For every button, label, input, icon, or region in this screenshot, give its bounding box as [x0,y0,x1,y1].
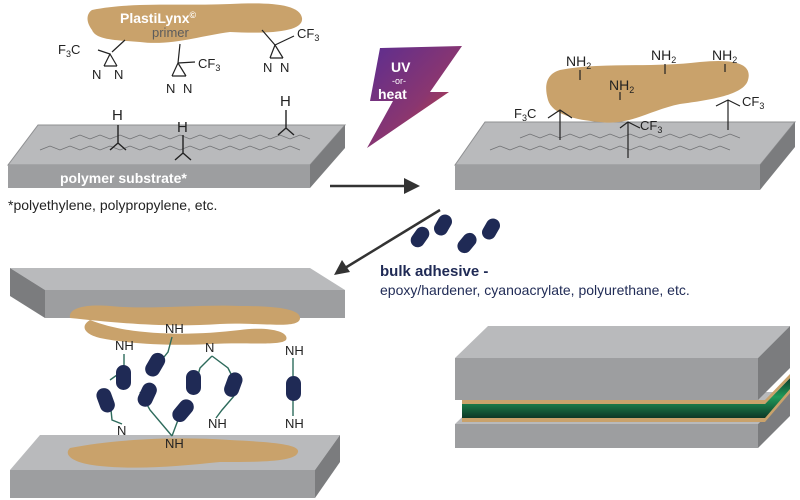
diazirine-ring [171,61,196,77]
primer-layer [462,374,790,404]
polymer-chain [69,134,311,140]
arrow-right [330,178,420,194]
amine-bottom: N [117,423,126,438]
h-atom: H [280,93,291,110]
grafted-linker [619,121,641,158]
arrow-down-left [334,208,441,275]
nh2-group: NH2 [651,47,676,65]
primer-name: PlastiLynx© [120,10,197,26]
amine-top: N [205,340,214,355]
primer-blob [69,305,300,326]
bolt-icon [367,46,462,148]
ch-bond [174,135,192,161]
amine-bottom: NH [285,416,304,431]
substrate-slab-side [310,125,345,188]
cf3-group: CF3 [640,118,662,135]
adhesive-examples: epoxy/hardener, cyanoacrylate, polyureth… [380,282,690,298]
top-slab-side [758,326,790,400]
nh2-group: NH2 [712,47,737,65]
amine-top: NH [115,338,134,353]
top-slab-top [455,326,790,358]
panel-4 [455,326,790,448]
panel-1: H H H PlastiLynx© primer F3C N N CF3 N N… [7,3,347,213]
cf3-group: CF3 [297,26,319,43]
cf3-group: F3C [58,42,80,59]
substrate-slab-top [454,121,797,166]
activation-line3: heat [378,86,407,102]
adhesive-bead [186,370,201,395]
h-atom: H [112,107,123,124]
adhesive-bead [434,214,452,236]
grafted-linker [715,99,741,130]
adhesive-bead [457,232,477,254]
n-atom: N [166,81,175,96]
activation-line2: -or- [392,76,406,86]
cf3-group: CF3 [198,56,220,73]
amine-top: NH [285,343,304,358]
diazirine-ring [269,35,295,59]
substrate-label: polymer substrate* [60,170,187,186]
bottom-slab-front [10,470,315,498]
adhesive-bead [286,376,301,401]
adhesive-layer [462,378,790,420]
cf3-group: F3C [514,106,536,123]
polymer-chain [39,145,301,151]
nh2-group: NH2 [609,77,634,95]
activation-bolt: UV -or- heat [367,46,462,148]
polymer-chain [519,133,741,139]
n-atom: N [280,60,289,75]
top-slab-top [10,268,345,290]
panel-2: NH2 NH2 NH2 NH2 F3C CF3 CF3 [454,47,797,190]
adhesive-bead [410,226,430,248]
amine-bond [579,64,726,100]
n-atom: N [263,60,272,75]
primer-blob [87,3,303,43]
panel-3: NH NH N NH N NH NH NH [10,268,345,498]
adhesive-bead [145,352,166,377]
primer-tether [111,29,276,64]
nh2-group: NH2 [566,53,591,71]
ch-bond [109,125,127,151]
cf3-group: CF3 [742,94,764,111]
n-atom: N [114,67,123,82]
h-atom: H [177,119,188,136]
adhesive-label: bulk adhesive - [380,263,488,280]
bottom-slab-side [758,392,790,448]
substrate-slab-front [8,165,310,188]
crosslink-network [109,336,294,437]
primer-blob [84,320,287,345]
adhesive-bead [172,399,194,423]
adhesive-bead [96,388,115,413]
substrate-footnote: *polyethylene, polypropylene, etc. [8,197,217,213]
n-atom: N [92,67,101,82]
adhesive-bead [116,365,131,390]
diazirine-ring [97,49,118,67]
substrate-slab-side [760,122,795,190]
substrate-slab-front [455,165,760,190]
amine-bottom: NH [208,416,227,431]
bottom-slab-front [455,424,758,448]
primer-label: primer [152,25,190,40]
primer-blob [546,60,749,123]
bulk-adhesive-legend: bulk adhesive - epoxy/hardener, cyanoacr… [380,214,690,298]
adhesive-bead [482,218,500,240]
activation-line1: UV [391,59,411,75]
grafted-linker [547,109,573,140]
adhesive-bead [137,382,157,407]
primer-layer [462,389,790,422]
amine-bottom: NH [165,436,184,451]
top-slab-side [10,268,45,318]
adhesive-bead [224,372,243,397]
bottom-slab-side [315,435,340,498]
n-atom: N [183,81,192,96]
polymer-chain [489,145,731,151]
top-slab-front [455,358,758,400]
primer-blob [67,438,299,468]
ch-bond [277,110,295,136]
amine-top: NH [165,321,184,336]
